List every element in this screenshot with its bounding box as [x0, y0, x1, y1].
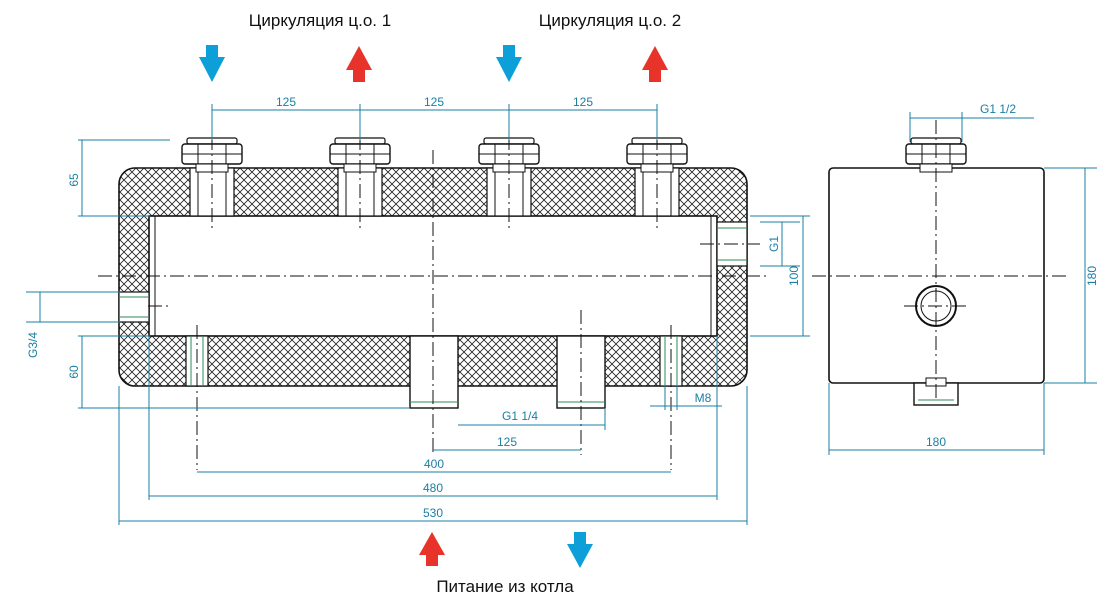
dim-mount-span: 400 [424, 457, 444, 471]
side-view: G1 1/2 180 180 [812, 102, 1097, 455]
dim-top-height: 65 [67, 173, 81, 187]
dim-total-length: 530 [423, 506, 443, 520]
dim-body-height: 100 [787, 266, 801, 286]
boiler-return-arrow [567, 544, 593, 568]
boiler-supply-arrow-stem [426, 554, 438, 566]
flow-arrows [199, 45, 668, 568]
dim-bottom-thread: G1 1/4 [502, 409, 538, 423]
dim-body-length: 480 [423, 481, 443, 495]
return-arrow-1-stem [206, 45, 218, 58]
circuit-1-label: Циркуляция ц.о. 1 [249, 11, 391, 30]
boiler-supply-arrow [419, 532, 445, 555]
dim-right-thread: G1 [767, 236, 781, 252]
dim-side-width: 180 [926, 435, 946, 449]
dim-mount-thread: M8 [695, 391, 712, 405]
front-dimensions: 125 125 125 65 G3/4 60 G1 100 G1 1/4 [26, 95, 810, 525]
return-arrow-2 [496, 57, 522, 82]
dim-bottom-spacing: 125 [497, 435, 517, 449]
dim-side-top-thread: G1 1/2 [980, 102, 1016, 116]
supply-arrow-2-stem [649, 69, 661, 82]
circuit-2-label: Циркуляция ц.о. 2 [539, 11, 681, 30]
boiler-supply-label: Питание из котла [436, 577, 574, 596]
supply-arrow-1-stem [353, 69, 365, 82]
supply-arrow-1 [346, 46, 372, 70]
dim-spacing-2: 125 [424, 95, 444, 109]
bottom-pipe-supply [409, 335, 459, 409]
dim-spacing-3: 125 [573, 95, 593, 109]
front-view [98, 136, 770, 470]
boiler-return-arrow-stem [574, 532, 586, 545]
dim-side-thread: G3/4 [26, 332, 40, 358]
dim-spacing-1: 125 [276, 95, 296, 109]
supply-arrow-2 [642, 46, 668, 70]
return-arrow-2-stem [503, 45, 515, 58]
return-arrow-1 [199, 57, 225, 82]
dim-side-height: 180 [1085, 266, 1097, 286]
dim-bottom-height: 60 [67, 365, 81, 379]
